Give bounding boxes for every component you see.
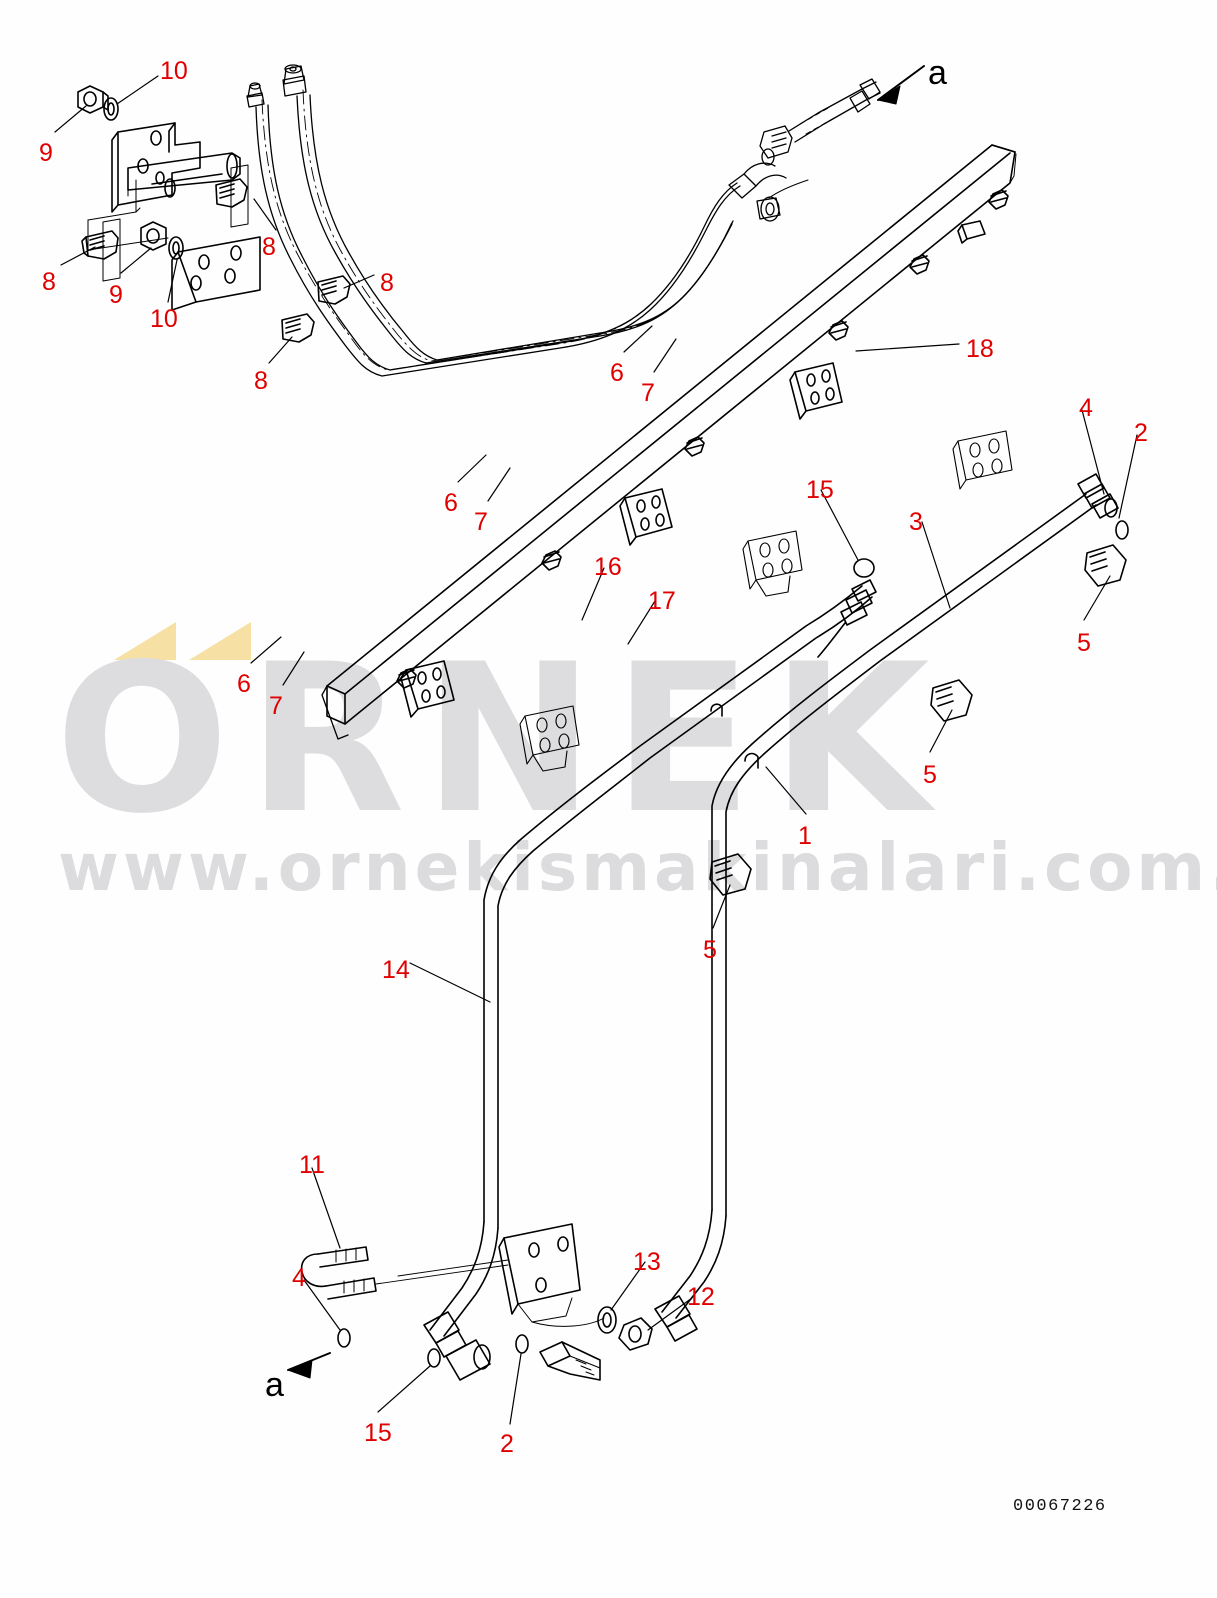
upper-tube-pair [483, 473, 1129, 1229]
callout-6-a: 6 [610, 359, 624, 387]
upper-left-bracket-assembly [87, 122, 261, 311]
callout-7-a: 7 [641, 379, 655, 407]
callout-13: 13 [633, 1248, 661, 1276]
section-marker-a-top: a [928, 54, 947, 92]
callout-8-b: 8 [42, 268, 56, 296]
callout-2-b: 2 [500, 1430, 514, 1458]
drawing-number: 00067226 [1013, 1497, 1107, 1516]
callout-16: 16 [594, 553, 622, 581]
callout-15-b: 15 [364, 1419, 392, 1447]
u-bolt-clamp-group [81, 164, 351, 343]
callout-6-c: 6 [237, 670, 251, 698]
rail-mounted-brackets [400, 362, 1013, 772]
section-marker-a-bottom: a [265, 1366, 284, 1404]
callout-8-d: 8 [254, 367, 268, 395]
callout-10-lower: 10 [150, 305, 178, 333]
leader-lines [54, 75, 1138, 1425]
callout-1: 1 [798, 822, 812, 850]
upper-hose-group [246, 64, 881, 377]
callout-5-b: 5 [923, 761, 937, 789]
callout-7-c: 7 [269, 692, 283, 720]
center-fitting-15 [817, 558, 877, 658]
callout-2-a: 2 [1134, 419, 1148, 447]
callout-15-a: 15 [806, 476, 834, 504]
callout-11: 11 [299, 1151, 325, 1179]
callout-4-b: 4 [292, 1264, 306, 1292]
callout-6-b: 6 [444, 489, 458, 517]
callout-14: 14 [382, 956, 410, 984]
callout-8-a: 8 [262, 233, 276, 261]
callout-17: 17 [648, 587, 676, 615]
callout-4-a: 4 [1079, 394, 1093, 422]
callout-7-b: 7 [474, 508, 488, 536]
callout-18: 18 [966, 335, 994, 363]
fastener-set-mid-left [140, 221, 184, 260]
fastener-set-upper-left [77, 85, 119, 121]
mounting-rail-beam [321, 144, 1017, 740]
callout-10-upper: 10 [160, 57, 188, 85]
section-arrows [287, 65, 925, 1379]
callout-3: 3 [909, 508, 923, 536]
callout-8-c: 8 [380, 269, 394, 297]
rail-bolt-heads [396, 189, 1009, 689]
callout-9-upper: 9 [39, 139, 53, 167]
lower-tube-bend-assembly [300, 1209, 727, 1381]
callout-5-a: 5 [1077, 629, 1091, 657]
callout-12: 12 [687, 1283, 715, 1311]
callout-9-lower: 9 [109, 281, 123, 309]
callout-5-c: 5 [703, 936, 717, 964]
